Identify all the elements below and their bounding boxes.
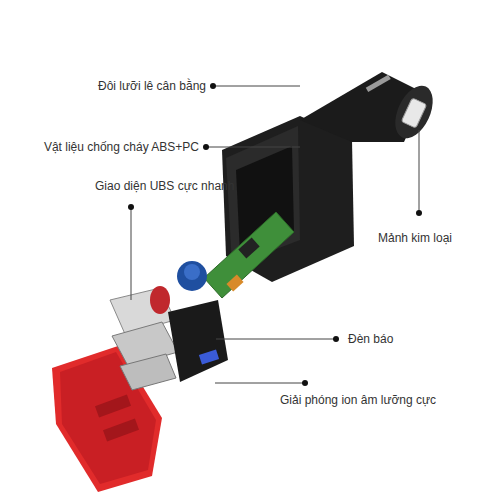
part-label: Mảnh kim loại [378,230,452,246]
usb-port [120,354,176,390]
leader-dot [210,83,216,89]
part-label: Đèn báo [348,331,393,347]
neck-end [388,80,441,144]
leader-line [206,147,300,148]
cover-slot [103,419,139,442]
component [226,275,243,292]
leader-dot [302,380,308,386]
spring-blade [366,75,391,92]
pcb-board [204,212,294,298]
metal-tip [401,98,426,128]
leader-dot [416,210,422,216]
leader-line [215,383,305,384]
red-capacitor [150,286,170,314]
indicator-box [168,300,228,382]
leader-line [213,86,300,87]
blue-capacitor-top [184,264,200,280]
leader-line [131,207,132,300]
leader-line [419,130,420,213]
chip [238,238,259,259]
part-label: Giải phóng ion âm lưỡng cực [280,392,436,408]
part-label: Giao diện UBS cực nhanh [95,178,234,194]
indicator-light [199,349,219,364]
part-label: Vật liệu chống cháy ABS+PC [44,139,199,155]
leader-dot [128,204,134,210]
blue-capacitor [177,261,207,291]
part-label: Đôi lưỡi lê cân bằng [98,78,206,94]
cover-slot [95,395,131,418]
leader-dot [333,336,339,342]
leader-dot [203,144,209,150]
leader-line [216,339,336,340]
